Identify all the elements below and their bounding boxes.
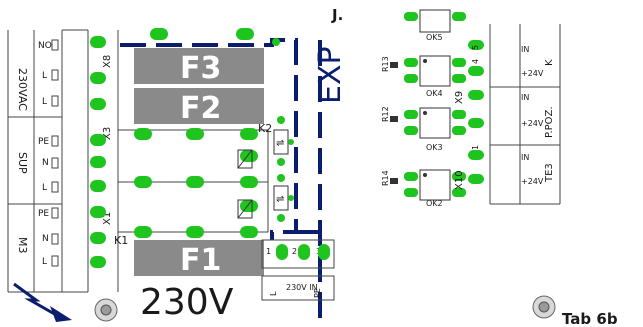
strip-pads [90,36,106,268]
svg-text:1: 1 [471,145,480,150]
svg-text:⇌: ⇌ [276,194,284,205]
top-label: J. [331,6,343,24]
svg-text:1: 1 [266,247,271,256]
exp-zone-outline [120,38,298,240]
svg-text:+24V: +24V [521,69,544,78]
fuse-f2 [134,88,264,124]
pin-l-1: L [42,71,47,81]
diode-bottom: ⇌ [273,174,294,222]
tab-label: Tab 6b [562,310,618,327]
resistor-r12: R12 [381,106,398,122]
lightning-arrow-icon [13,282,72,322]
relay-k1-label: K1 [114,234,128,247]
central-block: F3 F2 F1 K2 K1 ⇌ [114,28,322,327]
fuse-f3 [134,48,264,84]
optocoupler-section: OK5 OK4 OK3 OK2 [381,9,561,208]
relay-k2-label: K2 [258,122,272,135]
svg-text:P.POZ.: P.POZ. [544,106,555,138]
resistor-r14: R14 [381,170,398,186]
pin-l-2: L [42,97,47,107]
pin-l-3: L [42,183,47,193]
svg-text:OK3: OK3 [426,143,443,152]
pin-n-2: N [42,234,49,244]
svg-text:R13: R13 [381,56,390,72]
label-m3: M3 [16,237,29,254]
relay-coil-k2 [237,149,253,169]
ok5-label: OK5 [426,33,443,42]
svg-text:OK2: OK2 [426,199,443,208]
svg-text:⇌: ⇌ [276,138,284,149]
mounting-screw-icon [94,298,118,322]
svg-text:4: 4 [471,59,480,64]
pin-pe-1: PE [38,137,49,147]
svg-text:OK4: OK4 [426,89,443,98]
svg-text:2: 2 [292,247,297,256]
svg-text:IN: IN [521,93,529,102]
label-x1: X1 [102,212,113,225]
svg-text:+24V: +24V [521,177,544,186]
fuse-f1 [134,240,264,276]
right-input-block-2: IN +24V P.POZ. [521,93,555,138]
svg-text:R14: R14 [381,170,390,186]
right-input-block-1: IN +24V K [521,45,555,78]
label-230vac: 230VAC [16,68,29,111]
label-x3: X3 [102,127,113,140]
exp-label: EXP [313,46,348,104]
voltage-label: 230V [140,282,234,323]
pin-l-4: L [42,257,47,267]
label-x8: X8 [102,55,113,68]
svg-text:R12: R12 [381,106,390,122]
label-x9: X9 [454,91,465,104]
mounting-screw-right-icon [532,295,556,319]
svg-text:IN: IN [521,153,529,162]
bottom-230v-connector: 1 2 3 L 230V IN PE [261,239,335,301]
bottom-pin-l: L [269,291,278,296]
left-connector-strip: 230VAC SUP M3 NO L L PE N L PE N L X8 X3… [7,29,113,293]
svg-text:TE3: TE3 [544,163,555,183]
svg-text:IN: IN [521,45,529,54]
label-sup: SUP [16,152,29,174]
pin-no: NO [38,41,52,51]
right-input-block-3: IN +24V TE3 [521,153,555,186]
pin-n-1: N [42,158,49,168]
label-x10: X10 [454,170,465,190]
svg-text:K: K [544,59,555,66]
bottom-pin-pe: PE [313,288,322,298]
pin-pe-2: PE [38,209,49,219]
optocoupler-ok3: OK3 [404,107,466,152]
relay-coil-k1 [237,199,253,219]
fuse-f3-label: F3 [180,51,221,86]
resistor-r13: R13 [381,56,398,72]
optocoupler-ok2: OK2 [404,169,466,208]
diode-top: ⇌ [273,116,294,166]
fuse-f2-label: F2 [180,91,221,126]
svg-text:5: 5 [471,45,480,50]
bottom-pin-in: 230V IN [286,283,318,292]
svg-text:+24V: +24V [521,119,544,128]
optocoupler-ok4: OK4 [404,55,466,98]
fuse-f1-label: F1 [180,243,221,278]
